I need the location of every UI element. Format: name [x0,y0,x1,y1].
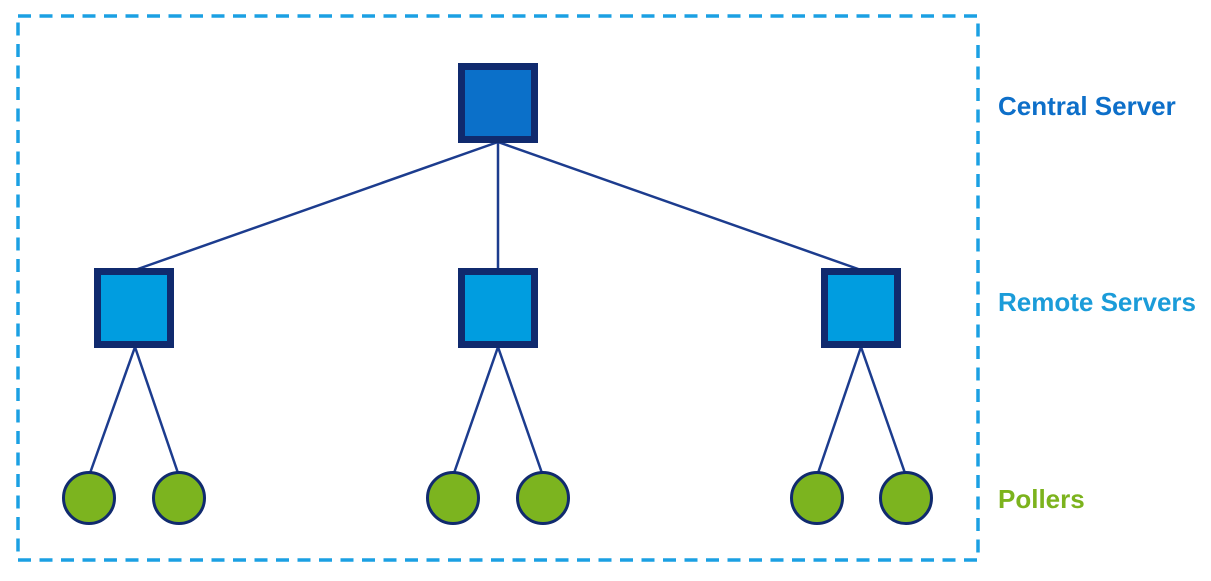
edge-remote-left-poller-2 [133,346,181,477]
poller-node-2 [152,471,206,525]
remote-server-node-middle [458,268,538,348]
poller-node-6 [879,471,933,525]
diagram-boundary [16,14,980,562]
edge-remote-middle-poller-1 [451,346,500,477]
edge-remote-left-poller-1 [87,346,137,477]
poller-node-3 [426,471,480,525]
poller-nodes [62,471,933,525]
poller-node-4 [516,471,570,525]
edge-central-remote-left [134,140,499,272]
remote-server-node-left [94,268,174,348]
edge-remote-right-poller-2 [859,346,908,477]
edges [87,140,908,477]
edge-remote-middle-poller-2 [496,346,545,477]
central-server-node [458,63,538,143]
central-server-label: Central Server [998,91,1176,121]
remote-server-nodes [94,268,901,348]
edge-remote-right-poller-1 [815,346,863,477]
poller-node-5 [790,471,844,525]
poller-node-1 [62,471,116,525]
remote-server-node-right [821,268,901,348]
edge-central-remote-right [497,140,862,272]
remote-servers-label: Remote Servers [998,287,1196,317]
pollers-label: Pollers [998,484,1085,514]
